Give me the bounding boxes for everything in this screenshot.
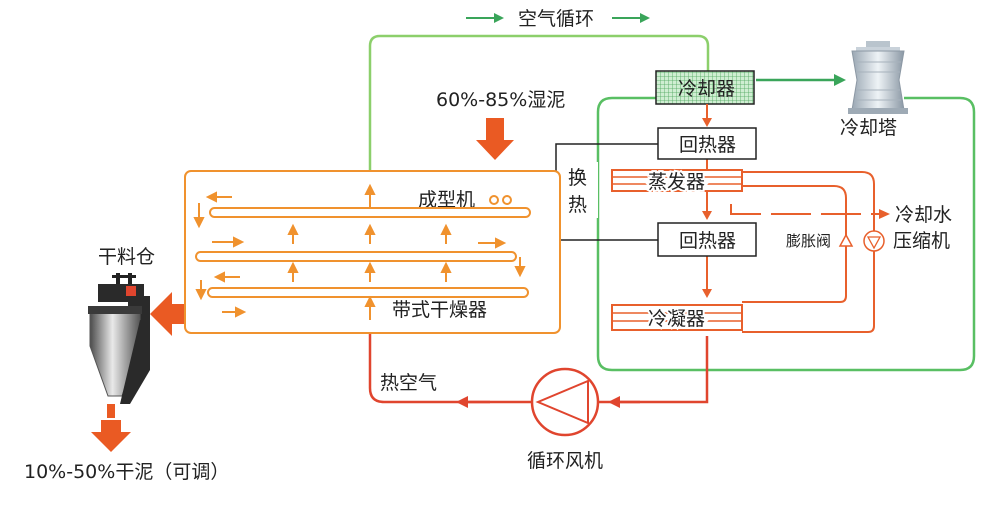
conveyor-belt-1 xyxy=(209,207,531,218)
hot-air-path xyxy=(368,333,532,404)
compressor-label: 压缩机 xyxy=(893,230,950,252)
cooling-water-arrow xyxy=(879,209,890,219)
air-cycle-label: 空气循环 xyxy=(518,8,594,30)
condenser-label: 冷凝器 xyxy=(648,308,705,330)
air-cycle-path xyxy=(368,34,710,170)
cooler-label: 冷却器 xyxy=(678,78,735,100)
cooler-to-tower-arrow xyxy=(756,74,846,86)
belt-dryer-label: 带式干燥器 xyxy=(392,299,487,321)
refrigerant-loop-outer xyxy=(742,171,875,333)
air-cycle-arrow-right xyxy=(612,13,650,23)
former-roller-b xyxy=(502,195,512,205)
hot-air-arrow-right xyxy=(608,396,640,408)
fan-label: 循环风机 xyxy=(527,450,603,472)
cooling-tower-label: 冷却塔 xyxy=(840,117,897,139)
wet-sludge-arrow xyxy=(476,118,514,160)
reheater-top-label: 回热器 xyxy=(679,134,736,156)
cooling-water-line xyxy=(730,204,880,215)
heat-exchange-label-b: 热 xyxy=(568,194,587,216)
evaporator-to-reheater-arrow xyxy=(702,211,712,220)
former-roller-a xyxy=(489,195,499,205)
dry-sludge-label: 10%-50%干泥（可调） xyxy=(24,461,229,483)
reheater-to-condenser-arrow xyxy=(702,289,712,298)
heat-exchange-label-a: 换 xyxy=(568,167,587,189)
cooling-water-loop xyxy=(596,96,976,372)
air-cycle-arrow-left xyxy=(466,13,504,23)
refrigerant-loop-inner xyxy=(742,185,847,303)
cooling-tower xyxy=(848,41,908,114)
dry-bin xyxy=(88,273,150,404)
condenser xyxy=(611,304,743,331)
compressor-icon xyxy=(863,230,885,252)
expansion-valve-label: 膨胀阀 xyxy=(786,232,831,250)
wet-sludge-label: 60%-85%湿泥 xyxy=(436,89,565,111)
conveyor-belt-3 xyxy=(207,287,529,298)
conveyor-belt-2 xyxy=(195,251,517,262)
belt-arrows xyxy=(193,191,526,318)
reheater-bottom-label: 回热器 xyxy=(679,230,736,252)
former-label: 成型机 xyxy=(418,189,475,211)
dry-bin-label: 干料仓 xyxy=(98,246,155,268)
air-up-arrows xyxy=(287,183,452,320)
evaporator-label: 蒸发器 xyxy=(648,171,705,193)
dry-sludge-arrow xyxy=(91,404,131,452)
discharge-arrow xyxy=(150,292,184,336)
cooler xyxy=(655,70,755,105)
cooler-to-reheater-arrow xyxy=(702,118,712,127)
hot-air-label: 热空气 xyxy=(380,372,437,394)
expansion-valve-icon xyxy=(838,233,854,247)
cooling-water-label: 冷却水 xyxy=(895,204,952,226)
evaporator xyxy=(611,169,743,192)
hot-air-arrow-left xyxy=(456,396,490,408)
